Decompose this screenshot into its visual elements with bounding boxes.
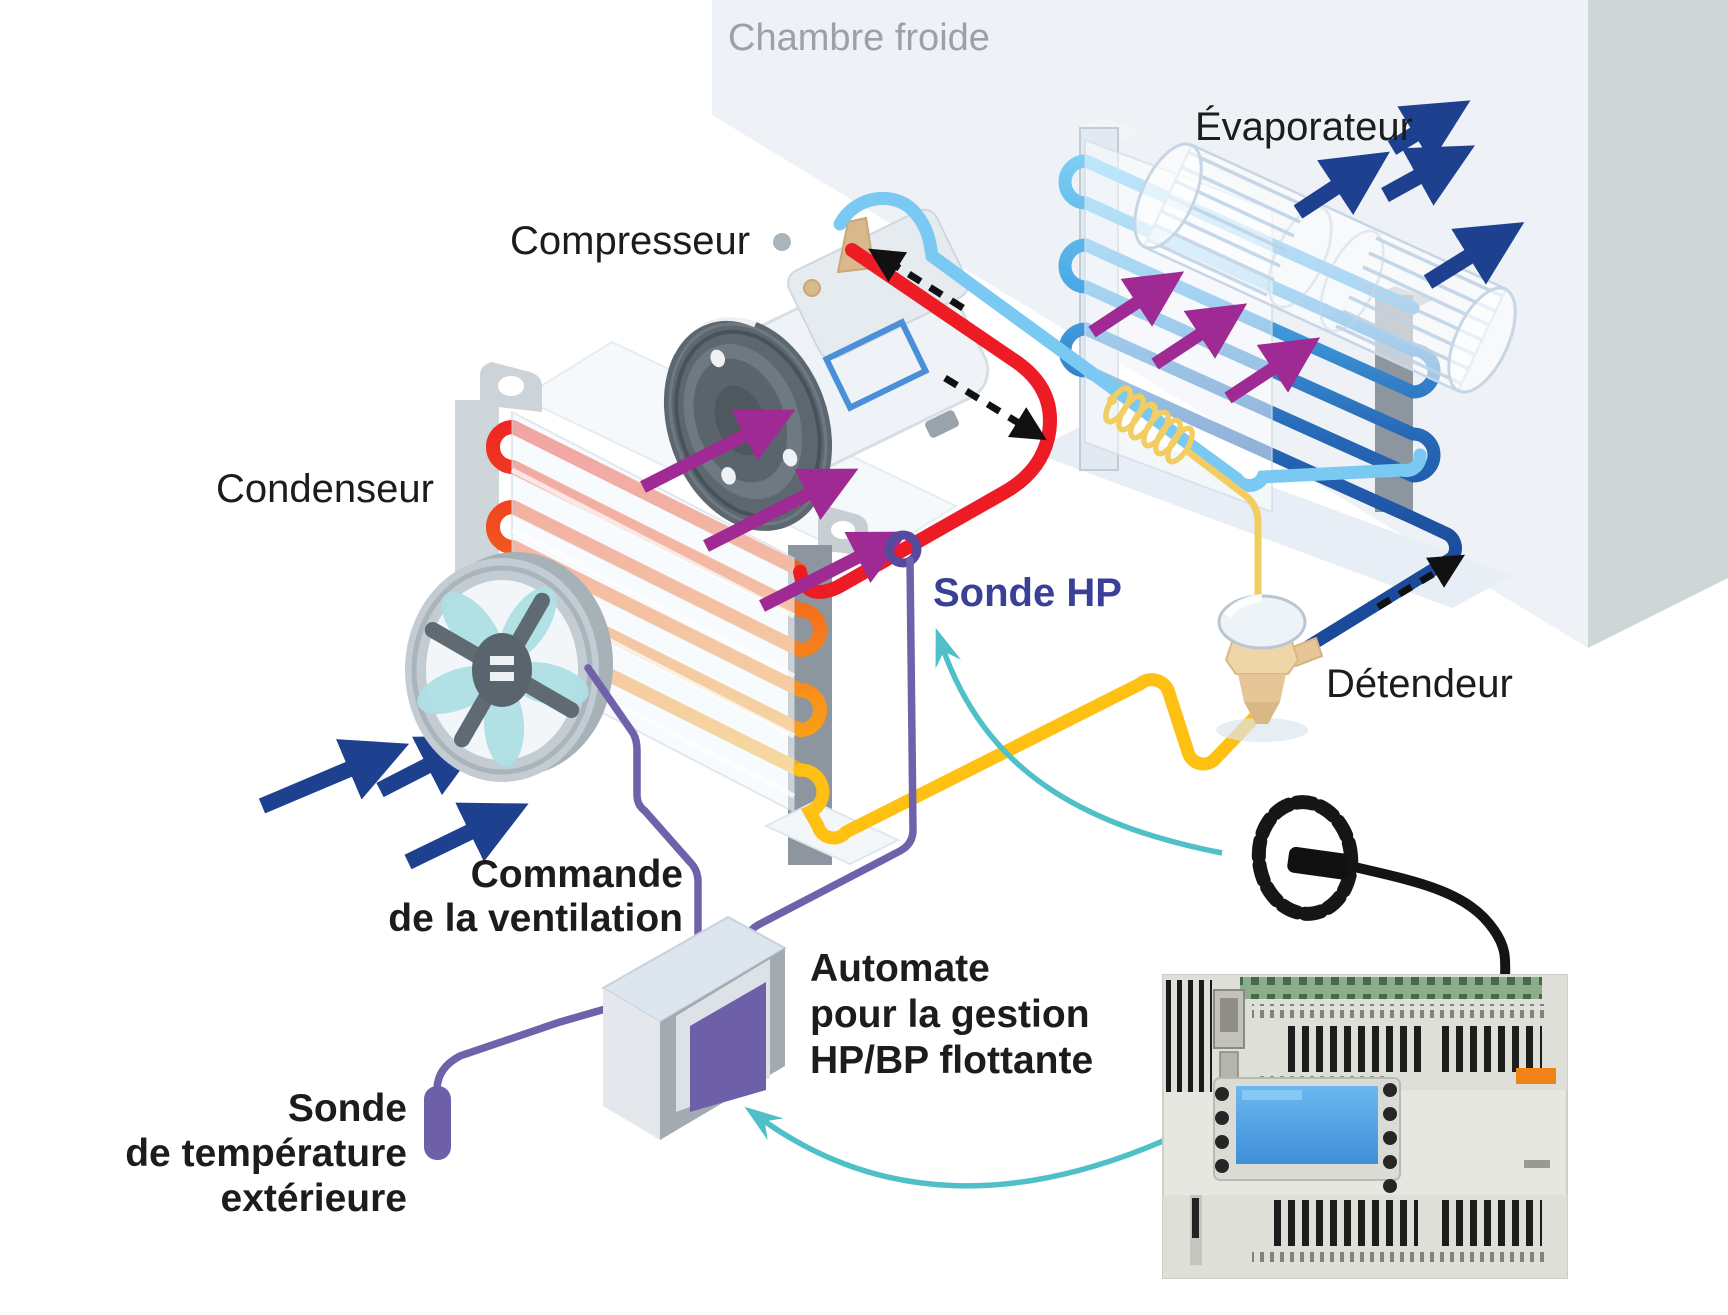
fan-control-wire [584,664,702,964]
plc-brand-logo [1516,1068,1556,1084]
condenser-fan [405,552,613,782]
flow-direction-arrows [868,248,1466,611]
outdoor-temp-probe [424,1086,451,1160]
plc-caption-label: Automate pour la gestion HP/BP flottante [810,947,1094,1082]
compressor-label: Compresseur [510,219,751,263]
condenser-label: Condenseur [216,467,434,511]
condenser-heat-arrows [640,409,909,612]
evaporator-label: Évaporateur [1195,105,1413,149]
outdoor-sensor-wire [433,993,651,1094]
sensing-bulb-capillary [1103,385,1262,600]
plc-screen [690,982,766,1112]
evaporator-heat-arrows [1088,271,1321,404]
discharge-pipe [793,243,1057,599]
hp-sensor-label: Sonde HP [933,571,1122,615]
liquid-pipe [793,673,1263,845]
plc-controller-photo [1162,974,1568,1279]
outdoor-sensor-label: Sonde de température extérieure [125,1087,407,1220]
compressor-label-plate [822,318,930,412]
expansion-valve [1216,594,1324,742]
suction-pipe [833,191,1427,493]
expansion-valve-label: Détendeur [1326,662,1513,706]
pressure-probe-photo [1251,795,1511,989]
evaporator-blower-icon [1133,142,1517,394]
plc-box [601,915,788,1140]
hp-sensor-clamp [884,530,922,568]
air-out-arrows [1293,100,1525,289]
cold-room-label: Chambre froide [728,17,990,59]
callout-arrows [744,627,1223,1189]
fan-control-label: Commande de la ventilation [388,853,683,940]
